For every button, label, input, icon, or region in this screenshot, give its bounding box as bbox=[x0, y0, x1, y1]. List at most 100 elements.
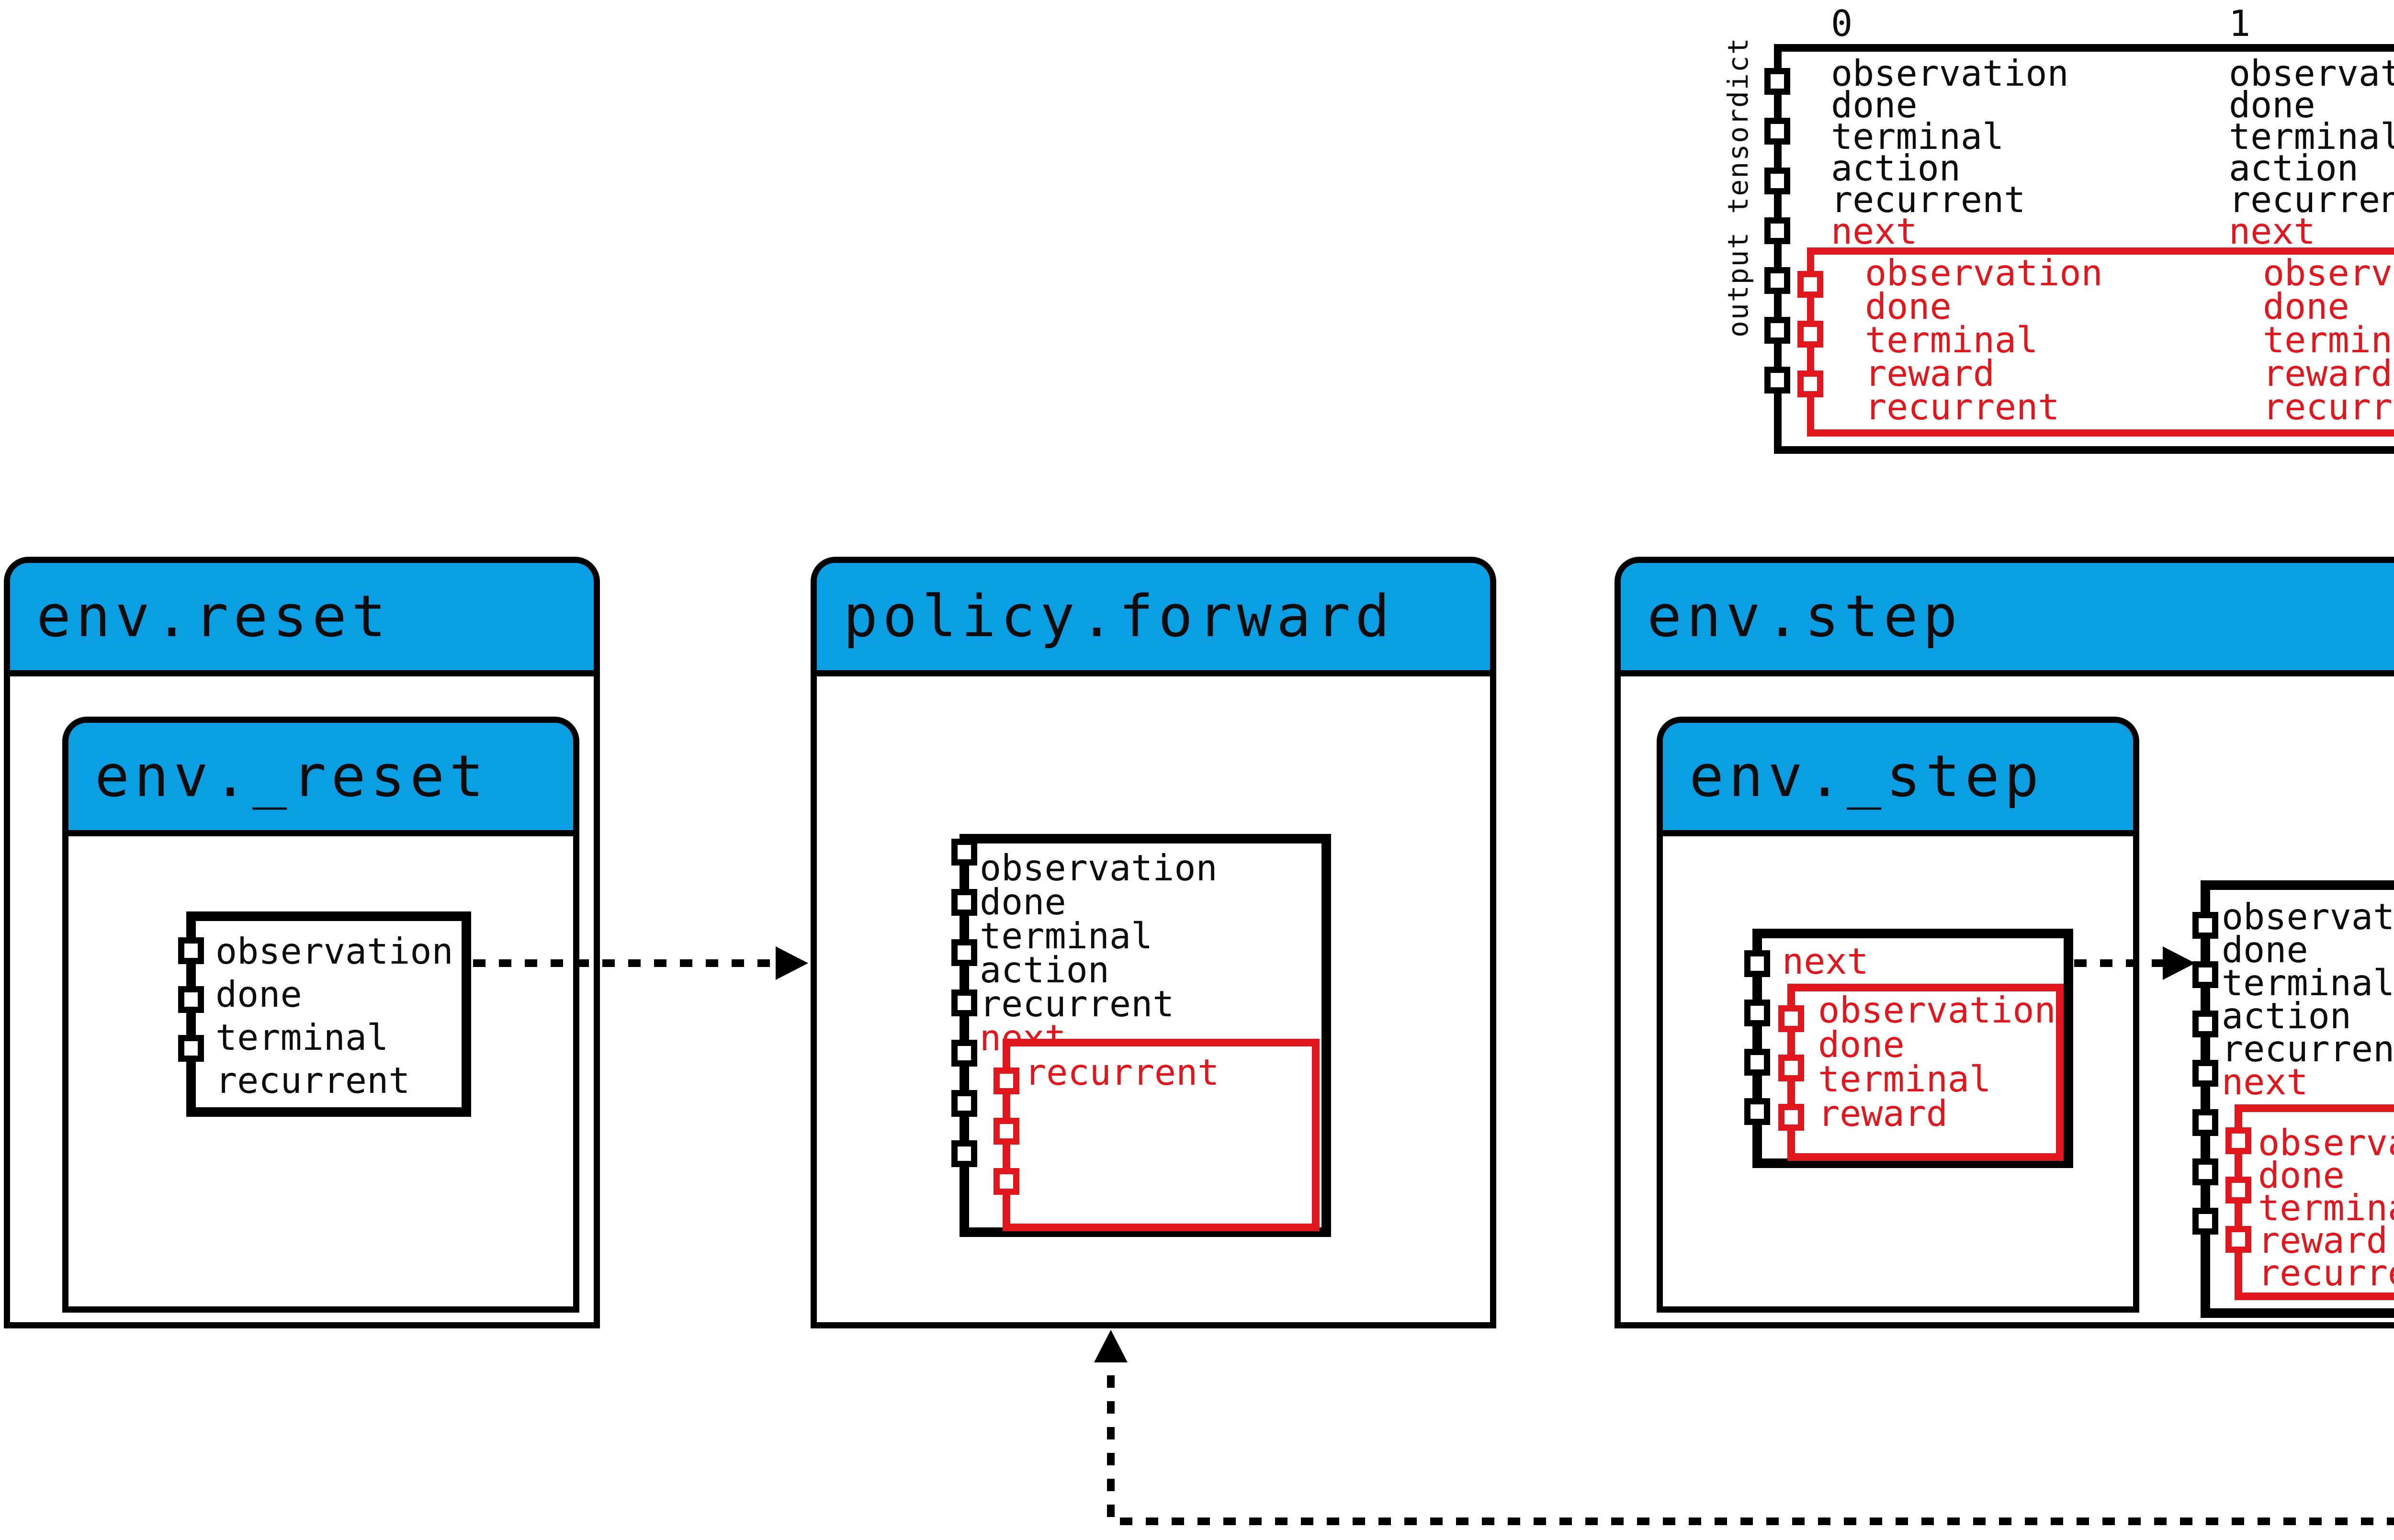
zipper-square-icon bbox=[1778, 1005, 1804, 1032]
next-key: next bbox=[2222, 1061, 2308, 1103]
tensordict-zipper-icon bbox=[1778, 1005, 1804, 1131]
zipper-square-icon bbox=[2192, 1158, 2218, 1185]
tensordict-key: action bbox=[1831, 147, 1961, 189]
tensordict-key: recurrent bbox=[980, 983, 1174, 1025]
zipper-square-icon bbox=[1797, 271, 1823, 298]
zipper-square-icon bbox=[951, 889, 977, 916]
env-reset-title: env.reset bbox=[36, 583, 391, 650]
tensordict-key: terminal bbox=[1831, 115, 2004, 157]
zipper-square-icon bbox=[2192, 1109, 2218, 1136]
env-step-title: env.step bbox=[1647, 583, 1962, 650]
zipper-square-icon bbox=[1764, 168, 1790, 194]
tensordict-key: done bbox=[1831, 84, 1918, 126]
arrowhead-right bbox=[776, 946, 808, 980]
tensordict-zipper-icon bbox=[178, 937, 204, 1062]
table-next-key: next bbox=[2229, 210, 2315, 252]
env-reset-header: env.reset bbox=[10, 563, 594, 676]
tensordict-key: observation bbox=[2263, 252, 2394, 294]
arrowhead-right bbox=[2163, 946, 2195, 980]
zipper-square-icon bbox=[2225, 1127, 2251, 1154]
zipper-square-icon bbox=[1764, 317, 1790, 344]
tensordict-key: recurrent bbox=[2222, 1028, 2394, 1070]
tensordict-key: terminal bbox=[2222, 962, 2394, 1004]
zipper-square-icon bbox=[1744, 1000, 1770, 1026]
tensordict-zipper-icon bbox=[1764, 68, 1790, 393]
tensordict-key: recurrent bbox=[1831, 179, 2026, 221]
zipper-square-icon bbox=[2192, 961, 2218, 988]
tensordict-key: terminal bbox=[1818, 1058, 1991, 1100]
zipper-square-icon bbox=[1744, 1098, 1770, 1125]
zipper-square-icon bbox=[951, 989, 977, 1016]
zipper-square-icon bbox=[1797, 371, 1823, 397]
tensordict-key: recurrent bbox=[2229, 179, 2394, 221]
zipper-square-icon bbox=[1764, 118, 1790, 145]
tensordict-zipper-icon bbox=[2192, 912, 2218, 1235]
policy-forward-title: policy.forward bbox=[843, 583, 1395, 650]
zipper-square-icon bbox=[1764, 367, 1790, 393]
zipper-square-icon bbox=[951, 1090, 977, 1117]
zipper-square-icon bbox=[994, 1068, 1019, 1094]
zipper-square-icon bbox=[1764, 267, 1790, 294]
tensordict-key: action bbox=[980, 949, 1109, 991]
zipper-square-icon bbox=[951, 1140, 977, 1167]
tensordict-key: reward bbox=[2258, 1219, 2388, 1261]
tensordict-key: action bbox=[2222, 995, 2351, 1037]
tensordict-key: done bbox=[1865, 285, 1952, 327]
zipper-square-icon bbox=[1797, 321, 1823, 348]
tensordict-key: terminal bbox=[980, 915, 1153, 957]
tensordict-key: recurrent bbox=[2258, 1252, 2394, 1294]
tensordict-zipper-icon bbox=[1744, 950, 1770, 1125]
table-column-header-1: 1 bbox=[2229, 2, 2251, 45]
env-private-reset-header: env._reset bbox=[68, 723, 573, 836]
zipper-square-icon bbox=[178, 937, 204, 964]
zipper-square-icon bbox=[2192, 1011, 2218, 1037]
tensordict-key: observation bbox=[215, 930, 453, 972]
zipper-square-icon bbox=[2225, 1226, 2251, 1253]
policy-next-tensordict bbox=[1003, 1039, 1320, 1231]
tensordict-key: terminal bbox=[1865, 319, 2038, 361]
tensordict-zipper-icon bbox=[951, 839, 977, 1167]
tensordict-key: done bbox=[2258, 1154, 2345, 1196]
tensordict-key: recurrent bbox=[1025, 1051, 1220, 1093]
tensordict-key: observation bbox=[2229, 52, 2394, 94]
tensordict-key: observation bbox=[2258, 1122, 2394, 1164]
tensordict-key: done bbox=[980, 881, 1066, 923]
tensordict-key: recurrent bbox=[1865, 386, 2060, 428]
reset-output-tensordict bbox=[186, 911, 471, 1117]
tensordict-zipper-icon bbox=[1797, 271, 1823, 397]
env-private-step-title: env._step bbox=[1689, 743, 2044, 810]
tensordict-key: terminal bbox=[2229, 115, 2394, 157]
zipper-square-icon bbox=[1764, 68, 1790, 95]
arrow-feedback-loop bbox=[1107, 1363, 2394, 1525]
tensordict-key: observation bbox=[2222, 896, 2394, 938]
env-step-header: env.step bbox=[1621, 563, 2394, 676]
policy-next-keys: recurrent bbox=[1025, 1051, 1220, 1093]
zipper-square-icon bbox=[951, 1040, 977, 1067]
env-private-step-header: env._step bbox=[1663, 723, 2133, 836]
tensordict-key: observation bbox=[980, 847, 1218, 889]
zipper-square-icon bbox=[1778, 1104, 1804, 1131]
next-key: next bbox=[1782, 940, 1869, 982]
tensordict-key: done bbox=[2263, 285, 2349, 327]
tensordict-key: done bbox=[2229, 84, 2315, 126]
zipper-square-icon bbox=[951, 939, 977, 966]
tensordict-key: observation bbox=[1818, 989, 2056, 1031]
zipper-square-icon bbox=[994, 1168, 1019, 1195]
tensordict-key: done bbox=[1818, 1023, 1905, 1066]
tensordict-key: reward bbox=[1865, 352, 1995, 394]
tensordict-key: observation bbox=[1865, 252, 2103, 294]
table-column-header-0: 0 bbox=[1831, 2, 1853, 45]
zipper-square-icon bbox=[1778, 1055, 1804, 1081]
zipper-square-icon bbox=[2192, 1208, 2218, 1235]
tensordict-key: recurrent bbox=[215, 1059, 410, 1102]
tensordict-key: observation bbox=[1831, 52, 2069, 94]
policy-forward-header: policy.forward bbox=[817, 563, 1490, 676]
tensordict-key: recurrent bbox=[2263, 386, 2394, 428]
tensordict-zipper-icon bbox=[994, 1068, 1019, 1195]
